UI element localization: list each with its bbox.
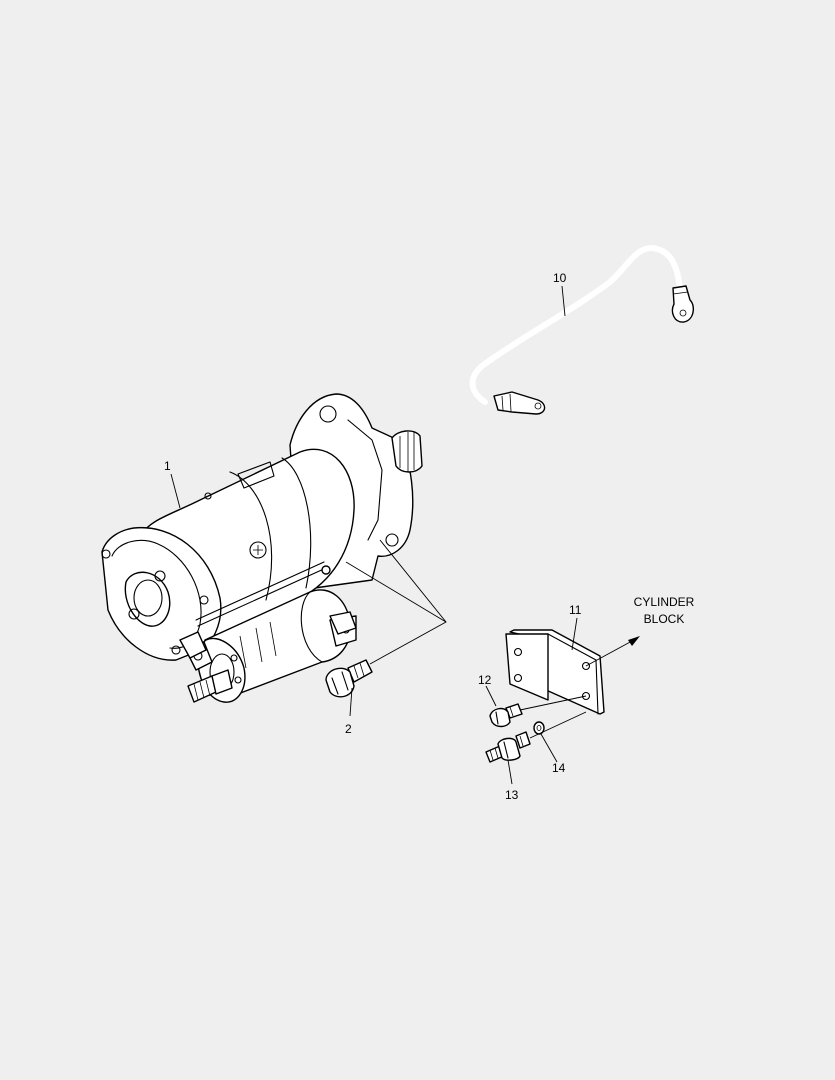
note-line-1: CYLINDER — [634, 595, 695, 609]
bracket-stud — [485, 731, 531, 763]
battery-cable — [469, 244, 695, 415]
bracket-bolt — [489, 703, 523, 728]
washer — [533, 721, 545, 735]
mounting-bolt — [325, 659, 373, 698]
arrow-icon — [628, 636, 640, 646]
leader-lines — [170, 285, 640, 785]
callout-1: 1 — [164, 459, 171, 473]
callout-12: 12 — [478, 673, 492, 687]
starter-motor — [101, 393, 423, 703]
callout-13: 13 — [505, 788, 519, 802]
callout-14: 14 — [552, 761, 566, 775]
callout-2: 2 — [345, 722, 352, 736]
mounting-bracket — [505, 629, 605, 715]
callout-11: 11 — [569, 603, 582, 617]
callout-10: 10 — [553, 271, 567, 285]
note-line-2: BLOCK — [644, 612, 685, 626]
